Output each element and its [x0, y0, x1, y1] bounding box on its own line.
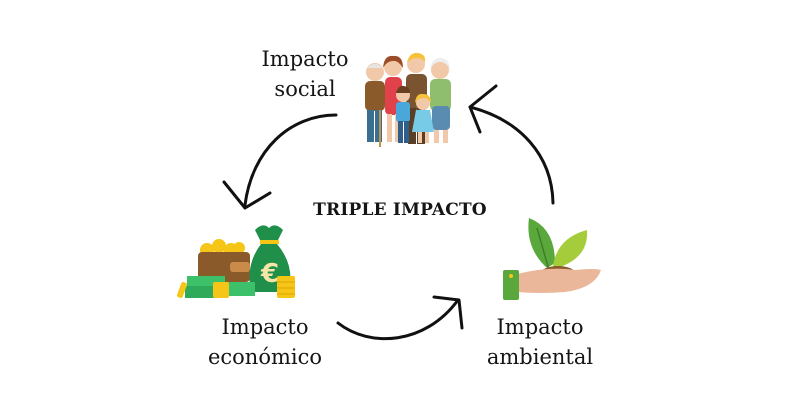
money-bag-euro-icon: €: [177, 225, 295, 298]
label-impacto-social: Impacto social: [245, 44, 365, 104]
arrow-social-to-economico: [222, 113, 338, 210]
family-icon: [365, 52, 451, 147]
label-line2: ambiental: [486, 345, 594, 369]
label-line1: Impacto: [496, 315, 584, 339]
svg-text:€: €: [260, 259, 279, 289]
label-impacto-ambiental: Impacto ambiental: [475, 312, 605, 372]
label-impacto-economico: Impacto económico: [195, 312, 335, 372]
arrow-ambiental-to-social: [468, 84, 555, 205]
label-line2: económico: [207, 345, 323, 369]
hand-plant-icon: [503, 218, 601, 300]
label-line1: Impacto: [221, 315, 309, 339]
arrow-economico-to-ambiental: [336, 295, 464, 341]
label-line2: social: [274, 77, 336, 101]
diagram-title: TRIPLE IMPACTO: [313, 200, 487, 220]
label-line1: Impacto: [261, 47, 349, 71]
